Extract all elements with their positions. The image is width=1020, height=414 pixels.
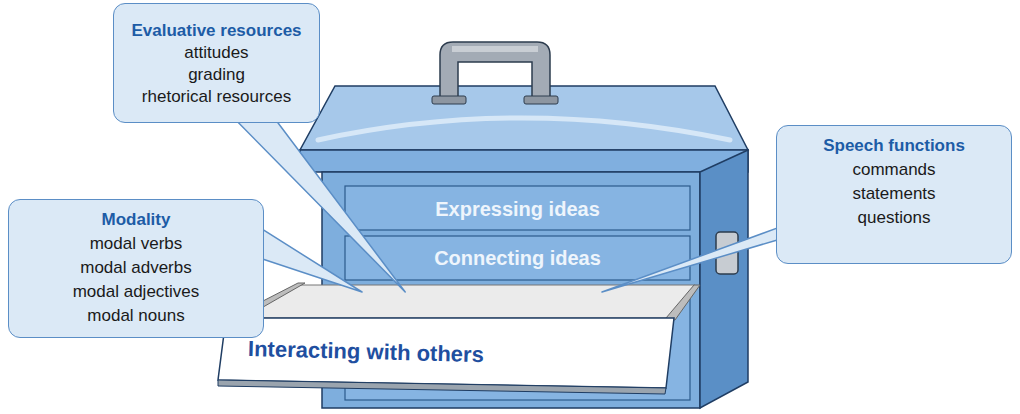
- drawer-label: Expressing ideas: [435, 198, 600, 221]
- drawer-label-box: Connecting ideas: [345, 236, 690, 280]
- callout-box: Modalitymodal verbsmodal adverbsmodal ad…: [8, 199, 264, 338]
- drawer-label: Interacting with others: [248, 336, 485, 368]
- callout-item: attitudes: [184, 42, 248, 64]
- drawer-label-box: Expressing ideas: [345, 188, 690, 230]
- callout-box: Speech functionscommandsstatementsquesti…: [776, 125, 1012, 264]
- lid-highlight: [318, 118, 730, 140]
- callout-item: modal verbs: [90, 232, 183, 256]
- callout-item: statements: [852, 182, 935, 206]
- box-side: [700, 150, 748, 408]
- callout-item: commands: [852, 158, 935, 182]
- open-drawer-box: Interacting with others: [218, 292, 698, 388]
- callout-box: Evaluative resourcesattitudesgradingrhet…: [113, 3, 320, 123]
- drawer-tray: [240, 285, 695, 318]
- callout-item: grading: [188, 64, 245, 86]
- lid-top: [300, 86, 748, 150]
- handle: [440, 42, 550, 100]
- handle-highlight: [452, 46, 538, 52]
- callout-item: modal adjectives: [73, 280, 200, 304]
- drawer-label: Connecting ideas: [434, 247, 601, 270]
- callout-heading: Modality: [102, 208, 171, 232]
- drawer-front: [345, 236, 690, 280]
- callout-tail: [261, 228, 362, 292]
- open-drawer-front: [218, 318, 674, 388]
- callout-item: modal nouns: [87, 304, 184, 328]
- handle-base: [524, 96, 558, 104]
- lid-front: [300, 150, 748, 172]
- drawer-front: [345, 186, 690, 230]
- callout-item: rhetorical resources: [142, 86, 291, 108]
- callout-item: modal adverbs: [80, 256, 192, 280]
- tray-wall: [666, 285, 700, 320]
- drawer-bottom-edge: [218, 380, 666, 394]
- callout-item: questions: [858, 206, 931, 230]
- callout-heading: Evaluative resources: [131, 20, 301, 42]
- callout-heading: Speech functions: [823, 134, 965, 158]
- callout-tail: [602, 227, 779, 292]
- handle-base: [432, 96, 466, 104]
